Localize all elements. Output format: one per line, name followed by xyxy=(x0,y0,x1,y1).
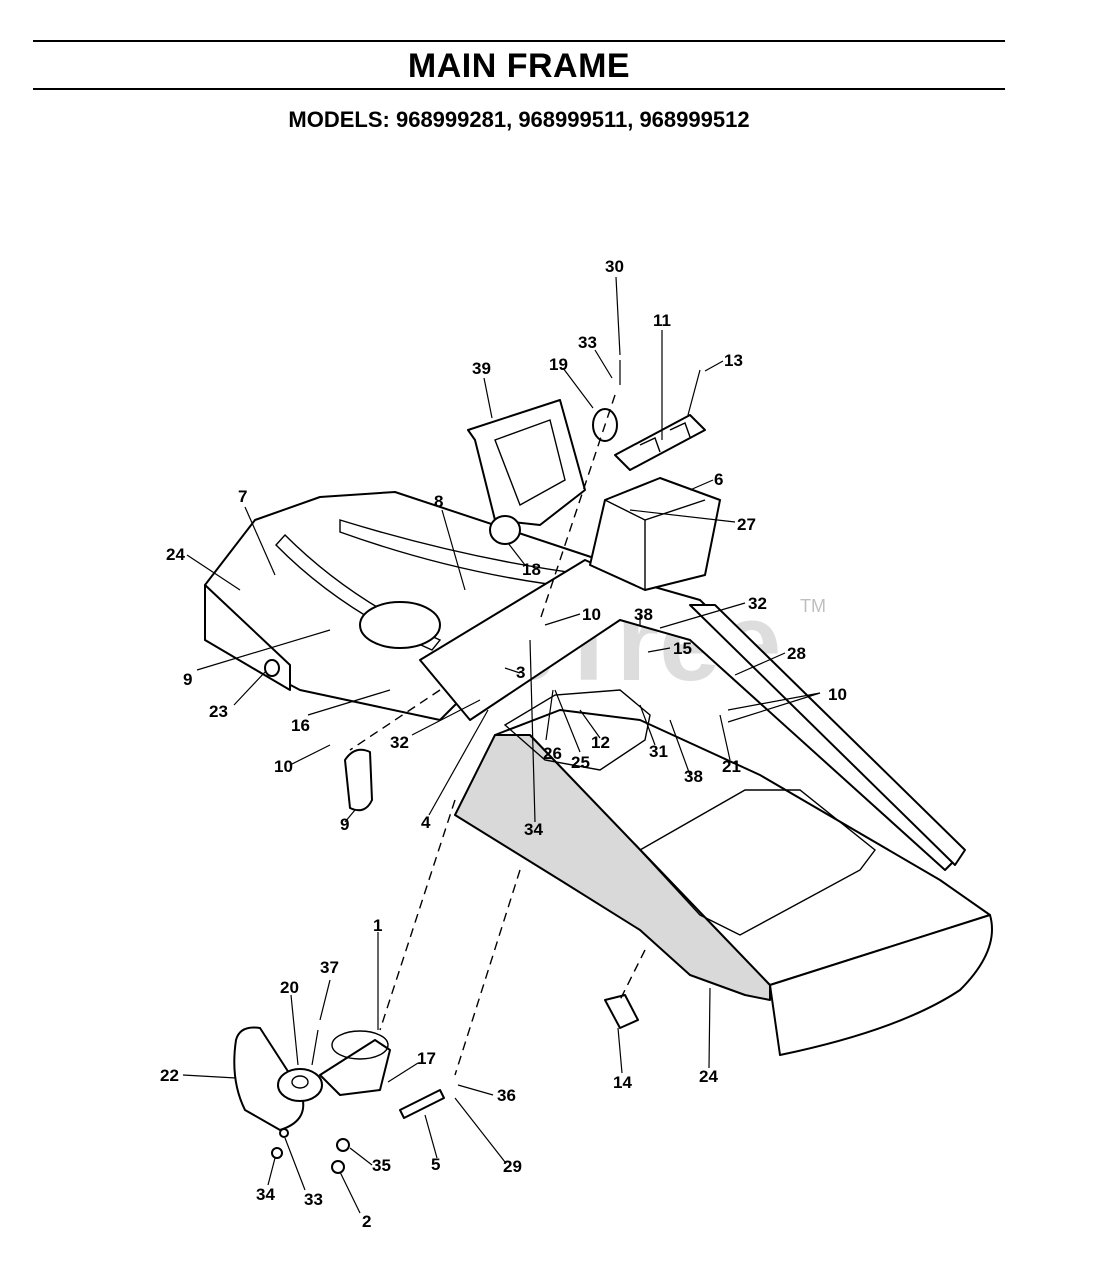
callout-12: 12 xyxy=(591,733,610,752)
callout-1: 1 xyxy=(373,916,382,935)
callout-36: 36 xyxy=(497,1086,516,1105)
idler-assembly xyxy=(233,1026,445,1174)
leader-lines xyxy=(182,276,821,1214)
callout-2: 2 xyxy=(362,1212,371,1231)
callout-4: 4 xyxy=(421,813,431,832)
lower-deck-opening xyxy=(638,789,876,936)
callout-23: 23 xyxy=(209,702,228,721)
callout-39: 39 xyxy=(472,359,491,378)
callout-38-bottom: 38 xyxy=(684,767,703,786)
belt-guide-lower xyxy=(344,748,373,812)
callout-9-bottom: 9 xyxy=(340,815,349,834)
flat-washer-35 xyxy=(336,1138,350,1152)
washer-33 xyxy=(279,1128,289,1138)
callout-21: 21 xyxy=(722,757,741,776)
lower-deck-top xyxy=(494,709,991,986)
locknut-2 xyxy=(331,1160,345,1174)
assembly-line-a xyxy=(379,799,456,1031)
callout-26: 26 xyxy=(543,744,562,763)
rubber-grommet-18 xyxy=(489,515,521,545)
assembly-line-d xyxy=(539,394,616,621)
callout-22: 22 xyxy=(160,1066,179,1085)
callout-34-bottom: 34 xyxy=(256,1185,275,1204)
callout-15: 15 xyxy=(673,639,692,658)
callout-20: 20 xyxy=(280,978,299,997)
callout-31: 31 xyxy=(649,742,668,761)
callout-24-left: 24 xyxy=(166,545,185,564)
callout-38-top: 38 xyxy=(634,605,653,624)
nut-34 xyxy=(271,1147,283,1159)
watermark-trademark: TM xyxy=(800,596,826,616)
callout-32-left: 32 xyxy=(390,733,409,752)
seat-bracket-window xyxy=(494,419,566,507)
assembly-line-c xyxy=(619,949,646,1001)
right-side-rail xyxy=(689,604,966,866)
callout-35: 35 xyxy=(372,1156,391,1175)
models-line: MODELS: 968999281, 968999511, 968999512 xyxy=(288,107,750,132)
idler-pulley-20 xyxy=(277,1068,323,1102)
callout-17: 17 xyxy=(417,1049,436,1068)
callout-30: 30 xyxy=(605,257,624,276)
callout-3: 3 xyxy=(516,663,525,682)
callout-34-center: 34 xyxy=(524,820,543,839)
callout-7: 7 xyxy=(238,487,247,506)
idler-pulley-hub xyxy=(291,1075,309,1089)
callout-6: 6 xyxy=(714,470,723,489)
extension-spring-5 xyxy=(399,1089,445,1119)
callout-10-left: 10 xyxy=(274,757,293,776)
callout-37: 37 xyxy=(320,958,339,977)
callout-13: 13 xyxy=(724,351,743,370)
assembly-line-b xyxy=(454,869,521,1076)
left-plate-round-cutout xyxy=(359,601,441,649)
plug-23 xyxy=(264,659,280,677)
callout-28: 28 xyxy=(787,644,806,663)
battery-box xyxy=(589,477,721,591)
seat-mount-bracket xyxy=(467,399,586,526)
callout-24-right: 24 xyxy=(699,1067,718,1086)
callout-labels: 30 11 33 13 39 19 6 7 8 27 24 18 10 38 3… xyxy=(160,257,847,1231)
bolt-37 xyxy=(311,1029,319,1066)
callout-5: 5 xyxy=(431,1155,440,1174)
switch-block-detail xyxy=(639,422,691,453)
callout-9-top: 9 xyxy=(183,670,192,689)
left-plate-slot-lower xyxy=(275,533,442,651)
idler-belt-loop xyxy=(331,1030,389,1060)
callout-19: 19 xyxy=(549,355,568,374)
callout-33-top: 33 xyxy=(578,333,597,352)
title-underline xyxy=(33,88,1005,90)
bolt-13 xyxy=(687,369,701,416)
bracket-14 xyxy=(604,994,639,1029)
battery-box-edge xyxy=(604,499,706,590)
callout-16: 16 xyxy=(291,716,310,735)
callout-27: 27 xyxy=(737,515,756,534)
callout-14: 14 xyxy=(613,1073,632,1092)
callout-33-bottom: 33 xyxy=(304,1190,323,1209)
callout-10-right: 10 xyxy=(828,685,847,704)
rear-skirt-plate xyxy=(769,914,993,1056)
upper-tray-opening xyxy=(503,689,651,771)
callout-32-right: 32 xyxy=(748,594,767,613)
page-title: MAIN FRAME xyxy=(407,47,631,85)
callout-29: 29 xyxy=(503,1157,522,1176)
callout-18: 18 xyxy=(522,560,541,579)
top-rule xyxy=(33,40,1005,42)
callout-25: 25 xyxy=(571,753,590,772)
idler-arm-1 xyxy=(319,1039,391,1096)
assembly-line-e xyxy=(349,689,441,751)
callout-10-center: 10 xyxy=(582,605,601,624)
main-frame xyxy=(204,491,993,1056)
callout-11: 11 xyxy=(653,311,671,330)
switch-block xyxy=(614,414,706,471)
callout-8: 8 xyxy=(434,492,443,511)
